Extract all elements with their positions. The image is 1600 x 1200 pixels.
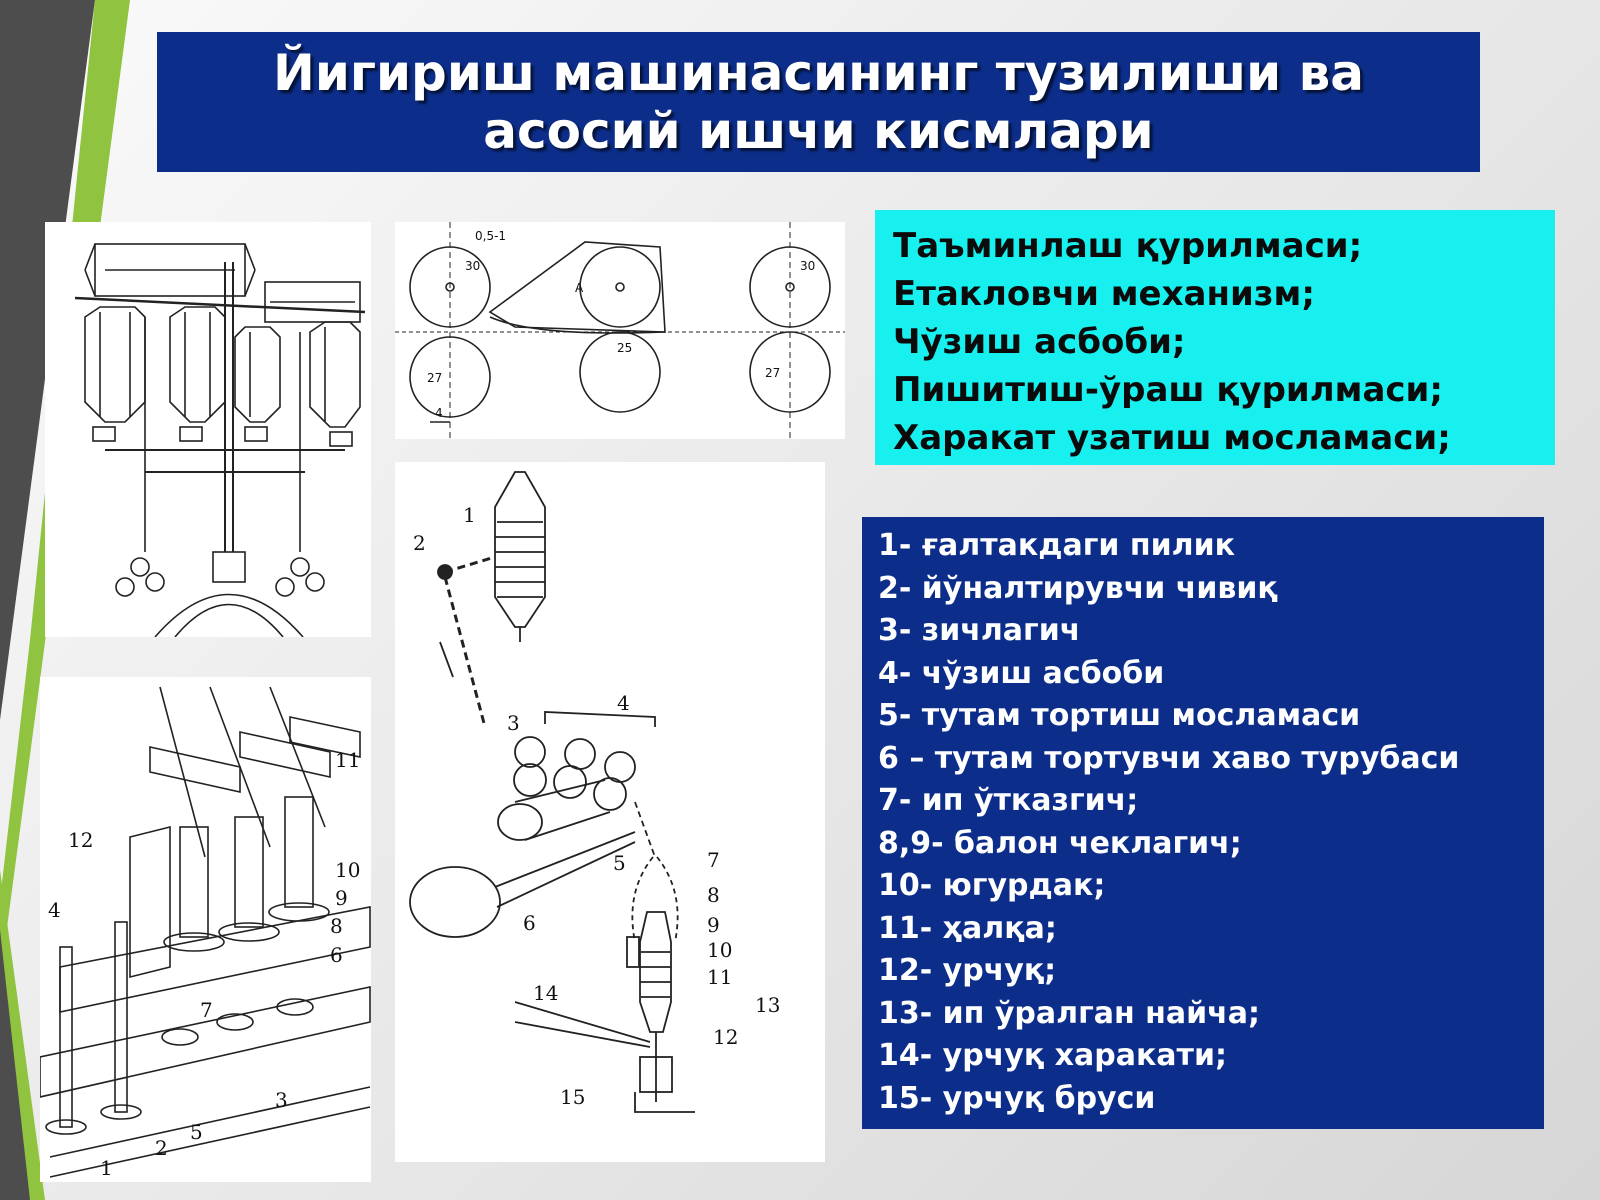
legend-item-11: 11- ҳалқа; [878, 910, 1057, 946]
label-7: 7 [707, 848, 720, 872]
spindle-label-5: 5 [190, 1120, 203, 1144]
label-8: 8 [707, 883, 720, 907]
dim-30-left: 30 [465, 259, 480, 273]
title-line-2: асосий ишчи кисмлари [483, 102, 1154, 160]
spindle-rail-drawing: 11 12 10 9 8 6 4 7 3 2 5 1 [40, 686, 371, 1180]
title-line-1: Йигириш машинасининг тузилиши ва [273, 44, 1364, 102]
label-14: 14 [533, 981, 558, 1005]
label-2: 2 [413, 531, 426, 555]
label-15: 15 [560, 1085, 585, 1109]
spindle-label-10: 10 [335, 858, 360, 882]
zone-label: A [575, 281, 584, 295]
dim-25: 25 [617, 341, 632, 355]
title-banner: Йигириш машинасининг тузилиши ва асосий … [157, 32, 1480, 172]
components-box: Таъминлаш қурилмаси; Етакловчи механизм;… [875, 210, 1555, 465]
label-6: 6 [523, 911, 536, 935]
label-10: 10 [707, 938, 732, 962]
legend-item-3: 3- зичлагич [878, 613, 1081, 648]
spindle-label-3: 3 [275, 1088, 288, 1112]
legend-item-15: 15- урчуқ бруси [878, 1080, 1156, 1116]
label-12: 12 [713, 1025, 738, 1049]
bobbin-1 [179, 826, 209, 938]
legend-item-13: 13- ип ўралган найча; [878, 995, 1261, 1031]
dim-4: 4 [435, 406, 443, 420]
roving-bobbin [494, 471, 546, 642]
label-3: 3 [507, 711, 520, 735]
creel-box-right [264, 281, 361, 323]
bobbin-center [169, 306, 226, 423]
spindle-label-1: 1 [100, 1156, 113, 1180]
legend-item-5: 5- тутам тортиш мосламаси [878, 698, 1361, 733]
spindle-label-2: 2 [155, 1136, 168, 1160]
drafting-zone-drawing: 0,5-1 30 27 25 30 27 4 A [395, 222, 845, 439]
bobbin-left [84, 306, 146, 423]
spindle-label-8: 8 [330, 914, 343, 938]
label-13: 13 [755, 993, 780, 1017]
dim-27-right: 27 [765, 366, 780, 380]
spindle-label-7: 7 [200, 998, 213, 1022]
bobbin-3 [284, 796, 314, 908]
process-scheme-drawing: 1 2 3 4 5 6 7 8 9 10 11 12 13 14 15 [409, 471, 780, 1113]
spindle-label-11: 11 [335, 748, 360, 772]
dim-30-right: 30 [800, 259, 815, 273]
spinning-frame-diagram [45, 222, 371, 637]
component-transmission-device: Харакат узатиш мосламаси; [893, 418, 1451, 458]
drafting-zone-diagram: 0,5-1 30 27 25 30 27 4 A [395, 222, 845, 439]
spindle-label-6: 6 [330, 943, 343, 967]
spinning-frame-drawing [74, 243, 366, 637]
component-drafting-device: Чўзиш асбоби; [893, 322, 1186, 362]
dim-gap: 0,5-1 [475, 229, 506, 243]
label-5: 5 [613, 851, 626, 875]
label-4: 4 [617, 691, 630, 715]
spindle-label-9: 9 [335, 886, 348, 910]
creel-box-left [94, 243, 246, 297]
bobbin-small [234, 326, 281, 423]
legend-item-14: 14- урчуқ харакати; [878, 1038, 1227, 1073]
dark-lower-stripe [0, 930, 30, 1200]
cop-bobbin [639, 911, 672, 1102]
process-scheme-diagram: 1 2 3 4 5 6 7 8 9 10 11 12 13 14 15 [395, 462, 825, 1162]
dim-27-left: 27 [427, 371, 442, 385]
legend-item-7: 7- ип ўтказгич; [878, 783, 1139, 818]
legend-item-6: 6 – тутам тортувчи хаво турубаси [878, 740, 1460, 776]
bobbin-right [309, 321, 361, 428]
legend-item-2: 2- йўналтирувчи чивиқ [878, 570, 1278, 606]
bobbin-2 [234, 816, 264, 928]
component-feeding-device: Таъминлаш қурилмаси; [893, 226, 1363, 266]
spindle-label-12: 12 [68, 828, 93, 852]
label-9: 9 [707, 913, 720, 937]
label-1: 1 [463, 503, 476, 527]
label-11: 11 [707, 965, 732, 989]
legend-item-8-9: 8,9- балон чеклагич; [878, 825, 1242, 861]
legend-item-10: 10- югурдак; [878, 868, 1106, 903]
spindle-rail-diagram: 11 12 10 9 8 6 4 7 3 2 5 1 [40, 677, 371, 1182]
legend-item-1: 1- ғалтакдаги пилик [878, 528, 1235, 563]
spindle-label-4: 4 [48, 898, 61, 922]
legend-item-4: 4- чўзиш асбоби [878, 655, 1165, 691]
legend-item-12: 12- урчуқ; [878, 953, 1057, 988]
top-roller-2 [579, 246, 661, 328]
parts-legend-box: 1- ғалтакдаги пилик 2- йўналтирувчи чиви… [862, 517, 1544, 1129]
component-twisting-winding-device: Пишитиш-ўраш қурилмаси; [893, 370, 1443, 410]
component-leading-mechanism: Етакловчи механизм; [893, 274, 1315, 314]
